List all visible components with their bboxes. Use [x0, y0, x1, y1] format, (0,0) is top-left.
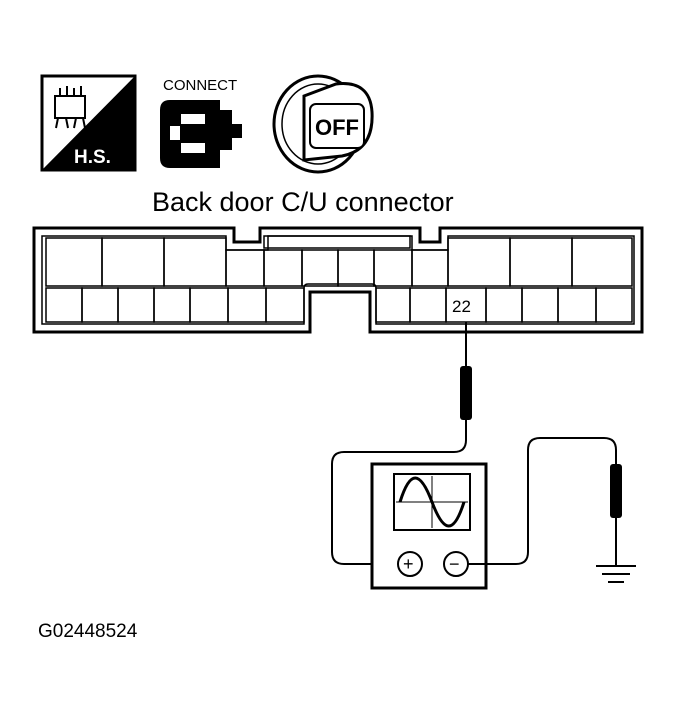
- connector-body: [32, 226, 644, 334]
- positive-terminal-label: +: [403, 554, 414, 574]
- sine-waveform: [398, 476, 466, 528]
- off-label: OFF: [315, 115, 359, 140]
- harness-side-icon: H.S.: [40, 74, 137, 172]
- connect-label: CONNECT: [163, 77, 237, 94]
- oscilloscope: + −: [370, 462, 488, 590]
- harness-icon: [54, 86, 86, 129]
- positive-probe: [331, 322, 472, 565]
- connector-title: Back door C/U connector: [152, 187, 454, 217]
- connector-plug-icon: CONNECT: [160, 77, 242, 168]
- ground-icon: [596, 565, 636, 583]
- ignition-key-off-icon: OFF: [272, 74, 374, 174]
- hs-label: H.S.: [74, 147, 111, 168]
- pin-22-label: 22: [452, 297, 471, 316]
- figure-id: G02448524: [38, 621, 138, 642]
- positive-terminal: [397, 551, 423, 577]
- ground-probe: [468, 437, 622, 566]
- negative-terminal-label: −: [449, 554, 460, 574]
